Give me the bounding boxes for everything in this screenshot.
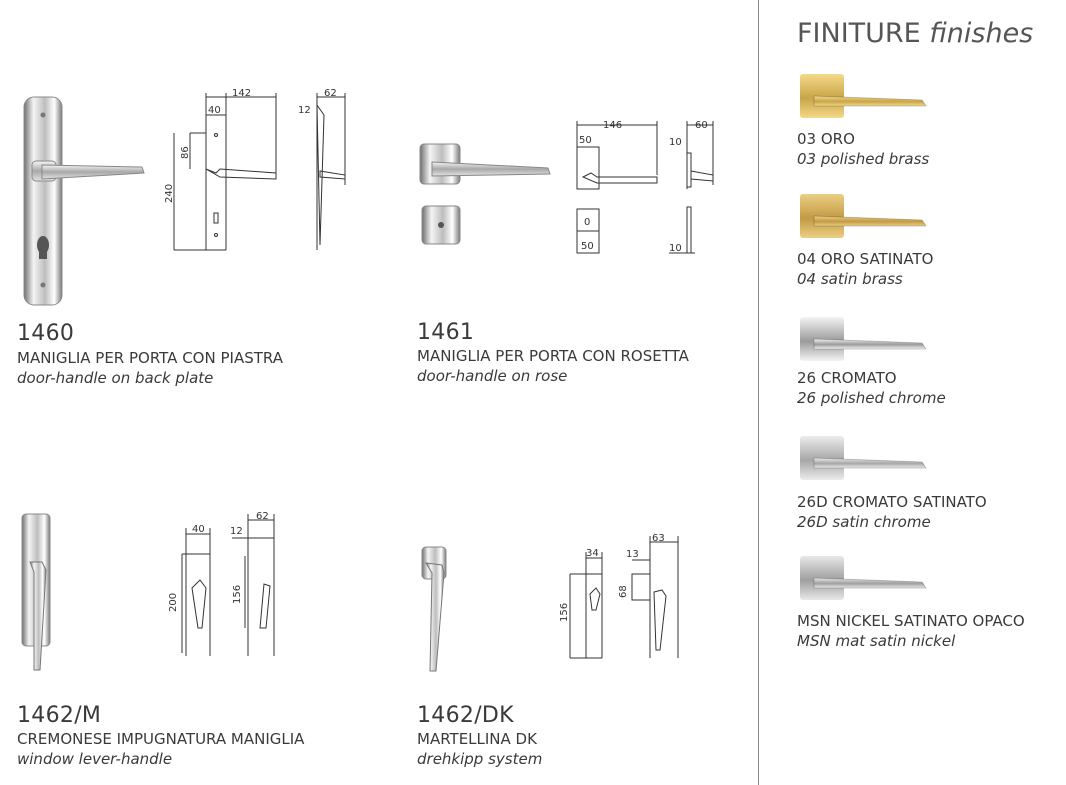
dim-label: 12 (230, 526, 243, 537)
dim-label: 200 (168, 593, 179, 612)
product-code: 1460 (17, 321, 75, 346)
technical-drawing-1461: 146 50 60 10 0 50 10 (576, 120, 714, 254)
dim-label: 63 (652, 533, 665, 544)
finish-swatch (800, 194, 927, 238)
technical-drawing-1462-m: 40 200 62 12 156 (168, 511, 275, 656)
dim-label: 13 (626, 549, 639, 560)
product-photo-1461 (419, 143, 551, 245)
dim-label: 34 (586, 548, 599, 559)
finish-swatch (800, 74, 927, 118)
finish-name-it: 04 ORO SATINATO (797, 250, 934, 268)
dim-label: 50 (581, 241, 594, 252)
product-photo-1460 (23, 96, 145, 306)
finish-name-it: 03 ORO (797, 130, 855, 148)
dim-label: 62 (256, 511, 269, 522)
finish-name-en: 26D satin chrome (797, 513, 931, 531)
dim-label: 50 (579, 135, 592, 146)
product-code: 1462/M (17, 703, 102, 728)
product-photo-1462-m (21, 513, 51, 671)
dim-label: 10 (669, 243, 682, 254)
column-divider (758, 0, 759, 785)
dim-label: 146 (603, 120, 622, 131)
finish-name-en: 26 polished chrome (797, 389, 946, 407)
dim-label: 240 (164, 184, 175, 203)
dim-label: 12 (298, 105, 311, 116)
product-photo-1462-dk (421, 546, 447, 672)
product-name-en: door-handle on rose (417, 367, 568, 385)
dim-label: 0 (584, 217, 590, 228)
dim-label: 10 (669, 137, 682, 148)
product-name-en: drehkipp system (417, 750, 543, 768)
finishes-title-en: finishes (929, 18, 1034, 49)
product-name-it: CREMONESE IMPUGNATURA MANIGLIA (17, 730, 305, 748)
dim-label: 86 (180, 146, 191, 159)
finish-name-it: 26 CROMATO (797, 369, 897, 387)
dim-label: 156 (232, 585, 243, 604)
finish-name-en: 03 polished brass (797, 150, 930, 168)
finish-swatch (800, 317, 927, 361)
dim-label: 60 (695, 120, 708, 131)
product-name-en: window lever-handle (17, 750, 173, 768)
finishes-title: FINITURE finishes (797, 18, 1033, 49)
dim-label: 62 (324, 88, 337, 99)
dim-label: 142 (232, 88, 251, 99)
dim-label: 156 (559, 603, 570, 622)
finish-name-en: MSN mat satin nickel (797, 632, 956, 650)
finish-name-it: MSN NICKEL SATINATO OPACO (797, 612, 1025, 630)
product-name-it: MANIGLIA PER PORTA CON PIASTRA (17, 349, 283, 367)
finish-swatch (800, 556, 927, 600)
product-name-en: door-handle on back plate (17, 369, 214, 387)
product-name-it: MARTELLINA DK (417, 730, 537, 748)
finish-name-en: 04 satin brass (797, 270, 903, 288)
technical-drawing-1460: 142 40 86 240 62 12 (164, 88, 346, 251)
dim-label: 40 (208, 105, 221, 116)
product-code: 1462/DK (417, 703, 514, 728)
finish-name-it: 26D CROMATO SATINATO (797, 493, 987, 511)
product-name-it: MANIGLIA PER PORTA CON ROSETTA (417, 347, 689, 365)
finishes-title-it: FINITURE (797, 18, 921, 49)
finish-swatch (800, 436, 927, 480)
technical-drawing-1462-dk: 34 156 63 13 68 (559, 533, 679, 659)
dim-label: 68 (618, 585, 629, 598)
product-code: 1461 (417, 320, 475, 345)
dim-label: 40 (192, 524, 205, 535)
